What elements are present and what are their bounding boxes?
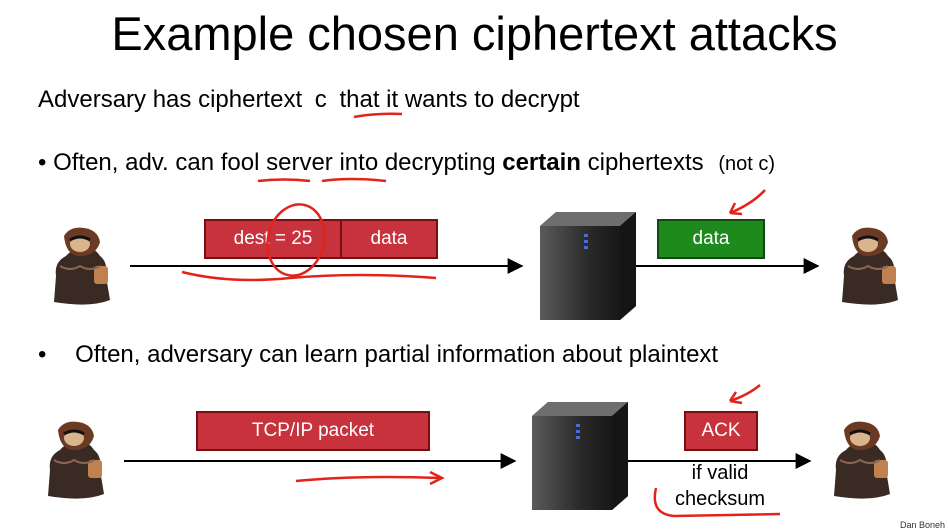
- bullet-dot: •: [38, 341, 47, 368]
- bullet-2-text: Often, adversary can learn partial infor…: [75, 341, 719, 368]
- condition-line-1: if valid: [691, 462, 749, 484]
- cipher-box-dest: dest = 25: [204, 219, 342, 259]
- underline-ciphertext-2: [295, 470, 445, 486]
- server-icon-1: [540, 212, 636, 320]
- cipher-box-data: data: [340, 219, 438, 259]
- underline-ciphertext-1: [181, 270, 437, 282]
- bullet-1-server: server: [266, 149, 333, 176]
- ink-arrow-1: [728, 189, 766, 216]
- ack-label: ACK: [701, 420, 741, 441]
- cipher-data-label: data: [370, 228, 408, 249]
- cipher-dest-label: dest = 25: [233, 228, 313, 249]
- bracket-checksum: [653, 487, 781, 518]
- author-credit: Dan Boneh: [899, 520, 945, 530]
- intro-var: c: [314, 86, 327, 113]
- underline-server: [321, 177, 387, 183]
- bullet-1: • Often, adv. can fool server into decry…: [38, 147, 775, 180]
- adversary-left-icon-1: [52, 226, 112, 307]
- circle-dest-annotation: [266, 203, 326, 277]
- ack-box: ACK: [684, 411, 758, 451]
- plaintext-data-label: data: [692, 228, 730, 249]
- tcp-packet-box: TCP/IP packet: [196, 411, 430, 451]
- bullet-2: • Often, adversary can learn partial inf…: [38, 339, 718, 371]
- intro-line: Adversary has ciphertext c that it wants…: [38, 84, 580, 116]
- adversary-left-icon-2: [46, 420, 106, 501]
- ink-arrow-2: [728, 384, 761, 405]
- slide-title: Example chosen ciphertext attacks: [111, 7, 838, 60]
- bullet-1-note: (not c): [718, 153, 776, 175]
- bullet-1-text-b: into decrypting: [339, 149, 496, 176]
- bullet-1-text-a: Often, adv. can: [53, 149, 215, 176]
- tcp-packet-label: TCP/IP packet: [251, 420, 375, 441]
- condition-line-2: checksum: [674, 488, 766, 510]
- intro-after: that it wants to decrypt: [339, 86, 580, 113]
- bullet-dot: •: [38, 149, 47, 176]
- bullet-1-fool: fool: [220, 149, 260, 176]
- bullet-1-bold: certain: [502, 149, 581, 176]
- plaintext-box-data: data: [657, 219, 765, 259]
- adversary-right-icon-1: [840, 226, 900, 307]
- underline-c: [353, 112, 403, 119]
- bullet-1-text-c: ciphertexts: [587, 149, 704, 176]
- intro-before: Adversary has ciphertext: [38, 86, 303, 113]
- server-icon-2: [532, 402, 628, 510]
- underline-fool: [257, 178, 311, 183]
- adversary-right-icon-2: [832, 420, 892, 501]
